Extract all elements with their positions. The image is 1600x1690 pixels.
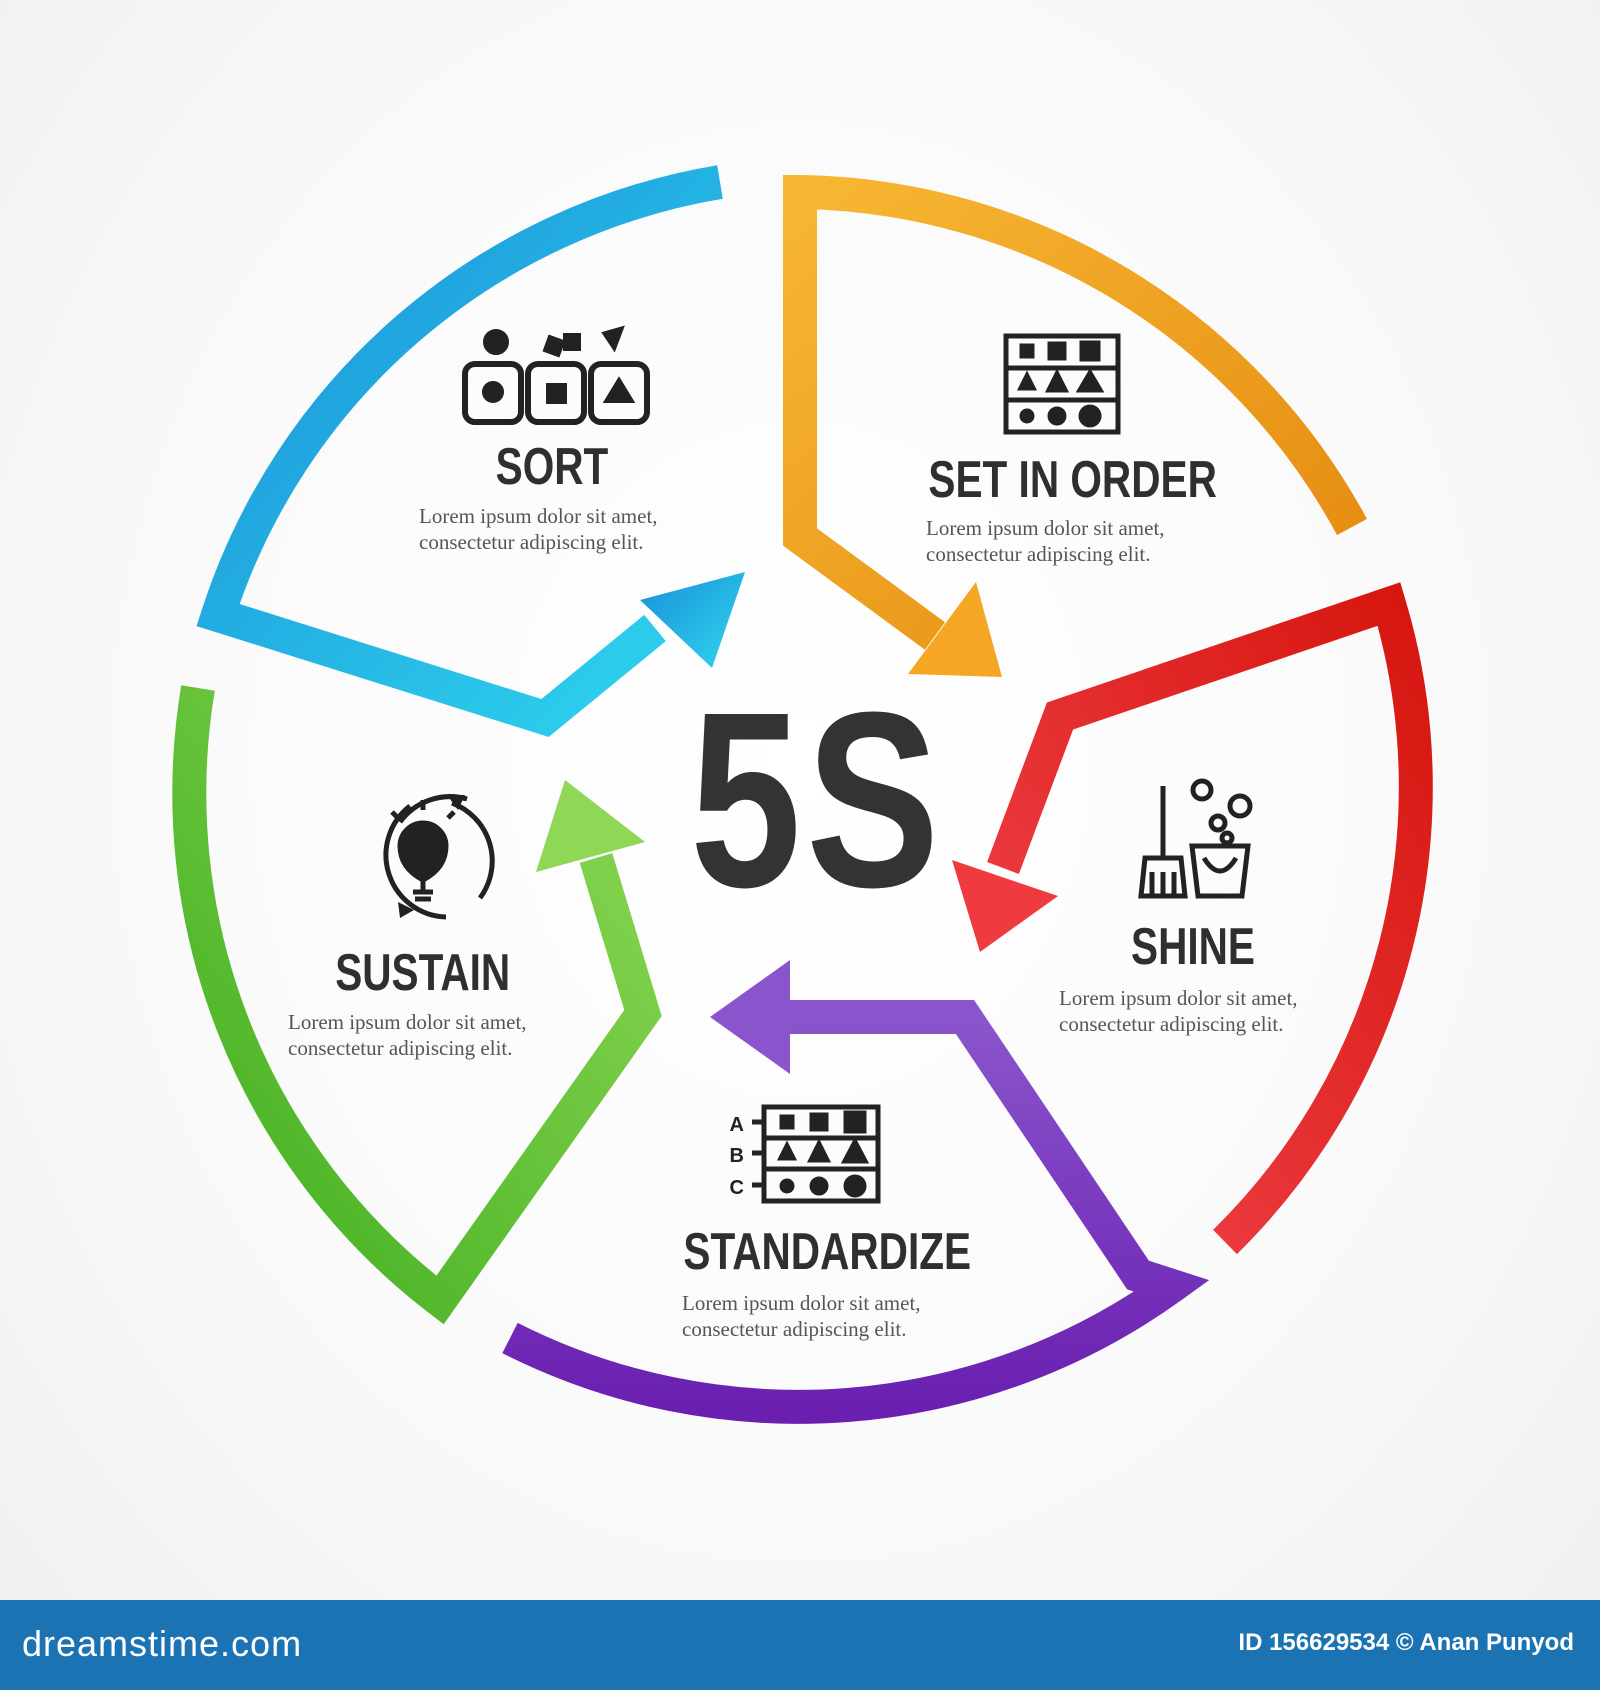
lightbulb-cycle-icon: [383, 794, 495, 920]
step-description-standardize-line1: Lorem ipsum dolor sit amet,: [682, 1291, 921, 1315]
abc-checklist-icon: A B C: [730, 1104, 881, 1204]
step-description-sort-line1: Lorem ipsum dolor sit amet,: [419, 504, 658, 528]
broom-bucket-icon: [1138, 778, 1253, 899]
footer-credit: ID 156629534 © Anan Punyod: [1238, 1629, 1574, 1656]
step-description-standardize-line2: consectetur adipiscing elit.: [682, 1317, 907, 1341]
step-title-sort: SORT: [495, 438, 609, 496]
step-title-sustain: SUSTAIN: [335, 944, 511, 1002]
step-description-sustain-line2: consectetur adipiscing elit.: [288, 1036, 513, 1060]
svg-text:A: A: [730, 1114, 744, 1136]
5s-cycle-diagram: A B C: [172, 165, 1433, 1424]
step-description-set-in-order-line2: consectetur adipiscing elit.: [926, 542, 1151, 566]
sort-arrow: [196, 165, 745, 737]
footer-bar: dreamstime.com ID 156629534 © Anan Punyo…: [0, 1600, 1600, 1690]
step-title-set-in-order: SET IN ORDER: [928, 451, 1217, 509]
step-title-shine: SHINE: [1131, 918, 1255, 976]
step-description-sort-line2: consectetur adipiscing elit.: [419, 530, 644, 554]
svg-text:B: B: [730, 1145, 744, 1167]
step-description-shine-line2: consectetur adipiscing elit.: [1059, 1012, 1284, 1036]
sustain-arrow: [172, 685, 662, 1325]
footer-brand[interactable]: dreamstime.com: [22, 1623, 303, 1664]
step-description-shine-line1: Lorem ipsum dolor sit amet,: [1059, 986, 1298, 1010]
shelf-shapes-icon: [1003, 333, 1121, 435]
step-description-set-in-order-line1: Lorem ipsum dolor sit amet,: [926, 516, 1165, 540]
svg-text:C: C: [730, 1177, 744, 1199]
sort-bins-icon: [462, 325, 650, 425]
standardize-arrow: [502, 960, 1210, 1424]
center-title: 5S: [690, 660, 945, 939]
shine-arrow: [952, 582, 1433, 1255]
step-title-standardize: STANDARDIZE: [683, 1223, 972, 1281]
set-in-order-arrow: [783, 175, 1367, 677]
step-description-sustain-line1: Lorem ipsum dolor sit amet,: [288, 1010, 527, 1034]
